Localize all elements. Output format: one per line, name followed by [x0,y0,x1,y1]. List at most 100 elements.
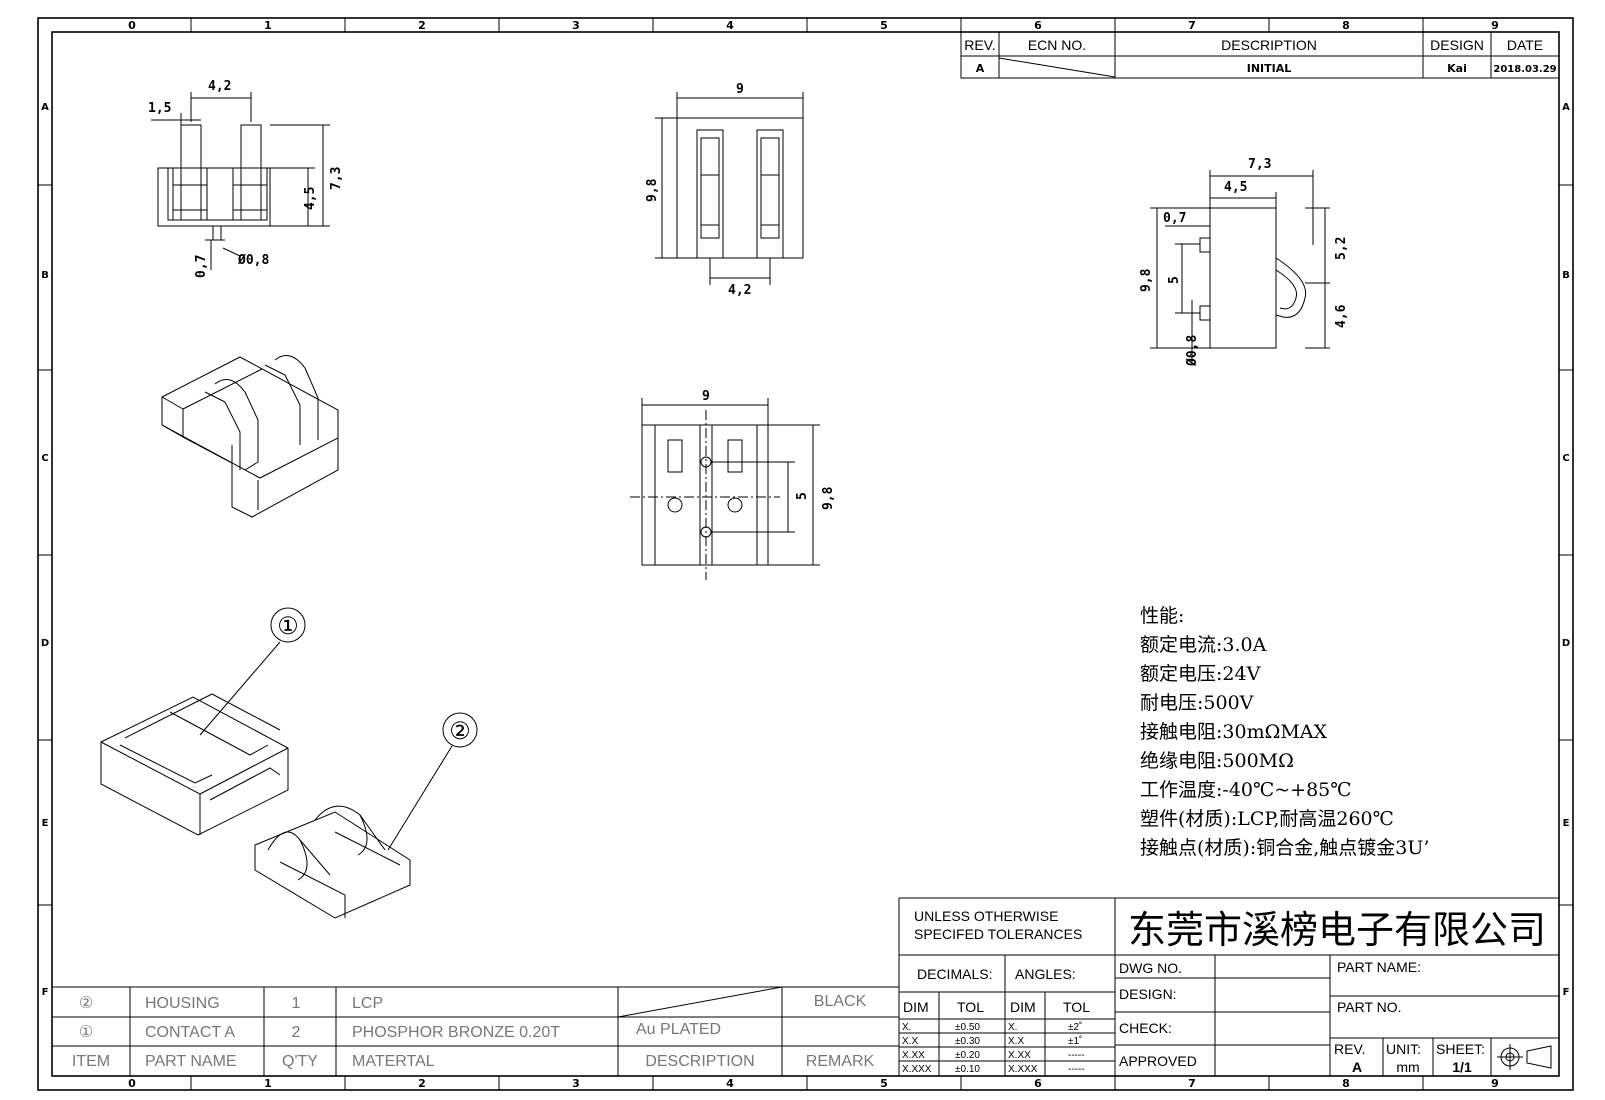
approved-label: APPROVED [1119,1053,1197,1069]
bom-description: Au PLATED [636,1021,721,1038]
bom-remark: BLACK [814,993,867,1010]
spec-line: 塑件(材质):LCP,耐高温260℃ [1140,808,1394,830]
title-block: UNLESS OTHERWISE SPECIFED TOLERANCES DEC… [898,897,1560,1077]
dim-label: 0,7 [194,255,209,278]
rev-label: REV. [1334,1041,1365,1057]
dim-label: 0,7 [1163,211,1186,226]
top-view: 1,5 4,2 7,3 4,5 0,7 Ø0,8 [148,79,344,278]
sheet-label: SHEET: [1436,1041,1485,1057]
col-label: 3 [572,19,580,32]
side-view: 7,3 4,5 0,7 9,8 5 5,2 4,6 Ø0,8 [1139,157,1349,367]
tol-value: ±0.20 [955,1050,980,1061]
tol-value: ±0.30 [955,1036,980,1047]
balloon-1 [270,607,306,643]
bom-header-item: ITEM [72,1053,110,1070]
dim-label: 4,2 [208,79,231,94]
company-name: 东莞市溪榜电子有限公司 [1128,908,1546,952]
col-label: 2 [418,1077,426,1090]
dim-label: 4,5 [1224,180,1247,195]
col-label: 2 [418,19,426,32]
row-label: B [1562,270,1570,281]
bom-header-qty: Q'TY [282,1053,318,1070]
front-view: 9 9,8 4,2 [645,82,804,298]
exploded-view [100,693,411,919]
tol-dim: X.X [902,1036,918,1047]
dim-label: 5,2 [1334,237,1349,260]
bom-item: ① [79,1024,93,1041]
description-value: INITIAL [1247,62,1292,75]
bom-header-description: DESCRIPTION [645,1053,754,1070]
spec-line: 额定电压:24V [1140,663,1261,685]
dim-label: 9,8 [821,486,836,510]
design-header: DESIGN [1430,37,1484,53]
dim-label: Ø0,8 [1185,335,1200,367]
rev-header: REV. [964,37,995,53]
spec-line: 接触点(材质):铜合金,触点镀金3U’ [1140,837,1429,859]
angles-label: ANGLES: [1015,966,1076,982]
spec-line: 工作温度:-40℃~+85℃ [1140,779,1352,801]
tol-value: ±0.50 [955,1022,980,1033]
bom-name: HOUSING [145,995,220,1012]
ang-dim: X.XXX [1008,1064,1038,1075]
isometric-assembly-view [161,355,339,518]
bottom-view: 9 9,8 5 [630,389,836,580]
dim-label: 1,5 [148,101,171,116]
unit-value: mm [1396,1059,1419,1075]
bom-material: LCP [352,995,383,1012]
dim-label: 7,3 [329,167,344,190]
spec-line: 绝缘电阻:500MΩ [1140,750,1294,772]
design-value: Kai [1447,62,1467,75]
balloon-2 [442,712,478,748]
dim-label: 5 [795,492,810,500]
rev-value: A [1352,1059,1362,1075]
row-label: C [1562,453,1569,464]
col-label: 6 [1034,19,1042,32]
sheet-value: 1/1 [1452,1059,1472,1075]
dim-label: Ø0,8 [237,253,269,268]
col-label: 1 [264,19,272,32]
col-label: 7 [1188,1077,1196,1090]
rev-value: A [976,62,985,75]
balloon-1-label: ① [277,612,299,640]
dim-label: 7,3 [1248,157,1271,172]
bom-header-remark: REMARK [806,1053,875,1070]
dim-label: 9,8 [1139,268,1154,292]
col-label: 5 [880,19,888,32]
ang-dim: X. [1008,1022,1017,1033]
dim-label: 9 [736,82,744,97]
ecn-header: ECN NO. [1028,37,1086,53]
ang-dim: X.XX [1008,1050,1031,1061]
tolerance-note: UNLESS OTHERWISE [914,908,1058,924]
balloon-group: ① ② [199,607,478,851]
col-label: 8 [1342,1077,1350,1090]
spec-line: 耐电压:500V [1140,692,1254,714]
bom-header-name: PART NAME [145,1053,237,1070]
ang-value: ±1˚ [1068,1035,1082,1047]
row-label: D [1562,638,1570,649]
bom-material: PHOSPHOR BRONZE 0.20T [352,1024,560,1041]
row-label: A [41,102,49,113]
row-label: D [41,638,49,649]
ang-value: ----- [1068,1064,1085,1075]
ang-value: ±2˚ [1068,1021,1082,1033]
dim-header: DIM [1010,999,1036,1015]
specifications: 性能: 额定电流:3.0A 额定电压:24V 耐电压:500V 接触电阻:30m… [1140,605,1429,859]
col-label: 1 [264,1077,272,1090]
bom-item: ② [79,995,93,1012]
row-label: B [41,270,49,281]
col-label: 8 [1342,19,1350,32]
decimals-label: DECIMALS: [917,966,992,982]
row-label: A [1562,102,1570,113]
tolerance-note: SPECIFED TOLERANCES [914,926,1082,942]
tol-header: TOL [957,999,984,1015]
row-label: F [42,987,49,998]
col-label: 0 [128,19,136,32]
bom-header-material: MATERTAL [352,1053,435,1070]
bom-table: ② HOUSING 1 LCP BLACK ① CONTACT A 2 PHOS… [51,986,900,1077]
part-name-label: PART NAME: [1337,959,1421,975]
dim-header: DIM [903,999,929,1015]
bom-name: CONTACT A [145,1024,235,1041]
balloon-2-label: ② [449,717,471,745]
projection-symbol-icon [1497,1044,1552,1070]
